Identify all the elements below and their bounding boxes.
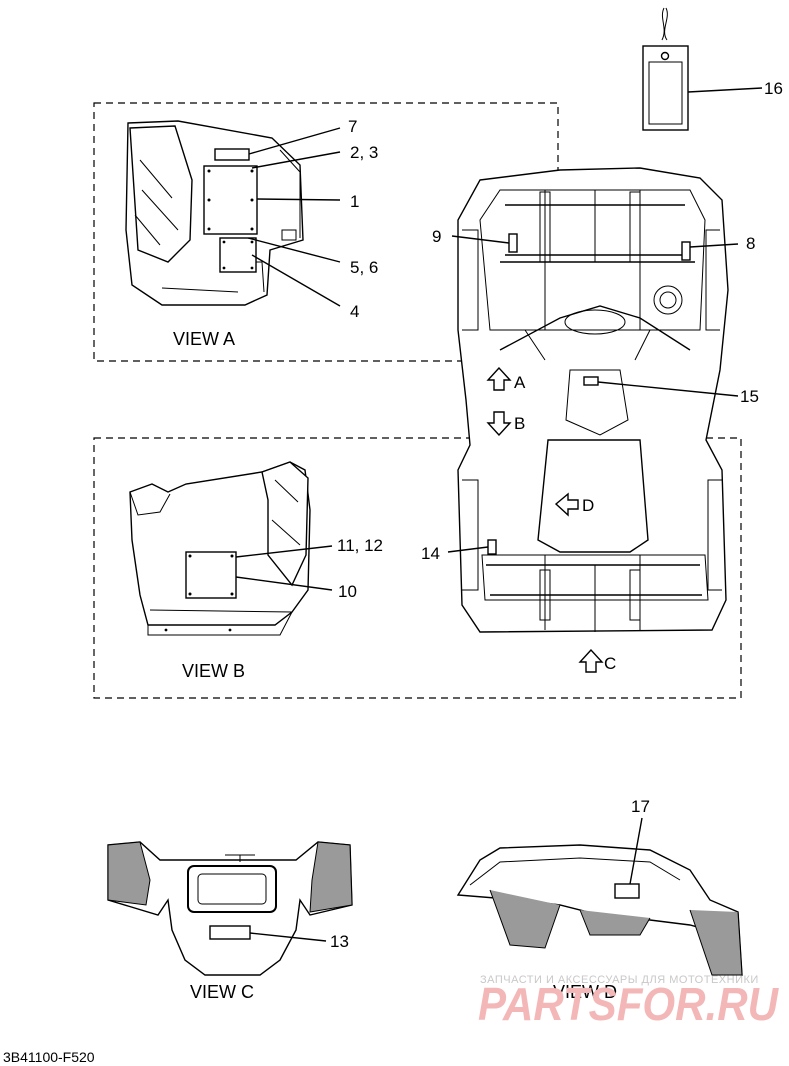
view-c-label: VIEW C <box>190 982 254 1002</box>
callout-4: 4 <box>350 302 359 321</box>
leader-13 <box>249 932 327 942</box>
view-d-side <box>456 844 743 976</box>
callout-7: 7 <box>348 117 357 136</box>
view-b-fender <box>129 461 311 636</box>
callout-10: 10 <box>338 582 357 601</box>
watermark-tagline: ЗАПЧАСТИ И АКСЕССУАРЫ ДЛЯ МОТОТЕХНИКИ <box>480 974 759 986</box>
diagram-code: 3B41100-F520 <box>3 1049 95 1065</box>
callout-11-12: 11, 12 <box>337 536 383 555</box>
callout-17: 17 <box>631 797 650 816</box>
leader-7 <box>248 127 341 155</box>
label-7 <box>214 148 250 161</box>
callout-13: 13 <box>330 932 349 951</box>
callout-1: 1 <box>350 192 359 211</box>
label-15 <box>583 376 599 386</box>
leader-14 <box>447 546 489 553</box>
callout-15: 15 <box>740 387 759 406</box>
callout-5-6: 5, 6 <box>350 258 378 277</box>
label-4 <box>219 237 257 273</box>
label-9 <box>508 233 518 253</box>
arrow-b-icon <box>486 411 512 437</box>
watermark-logo: PARTSFOR.RU <box>478 978 780 1030</box>
leader-16 <box>687 87 763 93</box>
hang-tag-part <box>642 7 689 131</box>
callout-2-3: 2, 3 <box>350 143 378 162</box>
arrow-c-label: C <box>604 654 616 673</box>
arrow-a-icon <box>486 366 512 391</box>
leader-1 <box>256 198 341 201</box>
view-c-cowl <box>107 841 353 976</box>
arrow-d-label: D <box>582 496 594 515</box>
leader-2-3 <box>251 151 341 169</box>
view-a-fender <box>125 120 304 306</box>
callout-14: 14 <box>421 544 440 563</box>
atv-top-view <box>457 167 729 633</box>
callout-16: 16 <box>764 79 783 98</box>
callout-8: 8 <box>746 234 755 253</box>
leader-5-6 <box>247 237 341 263</box>
view-a-label: VIEW A <box>173 329 235 349</box>
arrow-d-icon <box>554 492 579 517</box>
view-b-frame <box>93 437 742 699</box>
arrow-c-icon <box>578 648 604 673</box>
view-d-label: VIEW D <box>553 982 617 1002</box>
label-17 <box>614 883 640 899</box>
leader-11-12 <box>235 545 333 558</box>
label-1 <box>203 165 258 235</box>
label-8 <box>681 241 691 261</box>
leader-10 <box>235 576 333 591</box>
leader-8 <box>689 243 739 248</box>
view-b-label: VIEW B <box>182 661 245 681</box>
label-14 <box>487 539 497 555</box>
label-10 <box>185 551 237 599</box>
leader-9 <box>451 235 510 244</box>
arrow-a-label: A <box>514 373 526 392</box>
leader-17 <box>629 817 643 885</box>
leader-15 <box>597 381 739 397</box>
leader-4 <box>251 254 341 307</box>
arrow-b-label: B <box>514 414 525 433</box>
callout-9: 9 <box>432 227 441 246</box>
label-13 <box>209 925 251 940</box>
